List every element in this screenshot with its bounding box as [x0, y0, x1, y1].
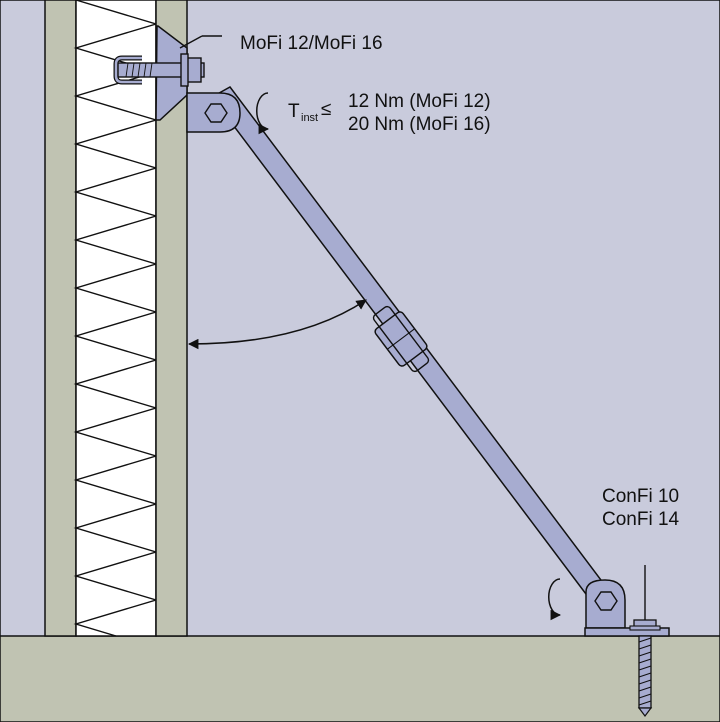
torque-subscript: inst — [301, 112, 318, 124]
top-anchor-assembly — [113, 25, 205, 121]
torque-rotation-icon-bottom — [548, 578, 562, 621]
top-anchor-leader — [179, 35, 203, 49]
bolt-thread-lines — [125, 62, 200, 78]
torque-relation: ≤ — [321, 99, 331, 120]
ground-anchor-label-confi14: ConFi 14 — [602, 509, 680, 530]
anchor-washer — [180, 53, 189, 87]
anchor-nut — [186, 57, 202, 83]
torque-symbol: T — [288, 101, 300, 122]
angle-arc — [187, 299, 367, 350]
wall-outer-leaf — [44, 0, 77, 637]
torque-rotation-icon-top — [256, 92, 270, 135]
bottom-bracket-nut — [594, 591, 618, 611]
ground-anchor-assembly — [629, 565, 661, 717]
brace-strut — [186, 86, 670, 637]
ground-anchor-threads — [638, 637, 652, 706]
strut-coupler — [372, 305, 430, 373]
ground-slab — [0, 635, 720, 722]
ground-anchor-label-confi10: ConFi 10 — [602, 486, 679, 507]
torque-value-mofi16: 20 Nm (MoFi 16) — [348, 114, 491, 135]
top-anchor-label: MoFi 12/MoFi 16 — [240, 33, 383, 54]
base-plate — [584, 627, 670, 637]
ground-anchor-tip — [637, 707, 653, 717]
wall-insulation — [75, 0, 157, 637]
ground-anchor-washer — [629, 625, 661, 631]
top-bracket-nut — [204, 103, 228, 123]
torque-value-mofi12: 12 Nm (MoFi 12) — [348, 91, 491, 112]
insulation-zigzag — [73, 0, 159, 637]
